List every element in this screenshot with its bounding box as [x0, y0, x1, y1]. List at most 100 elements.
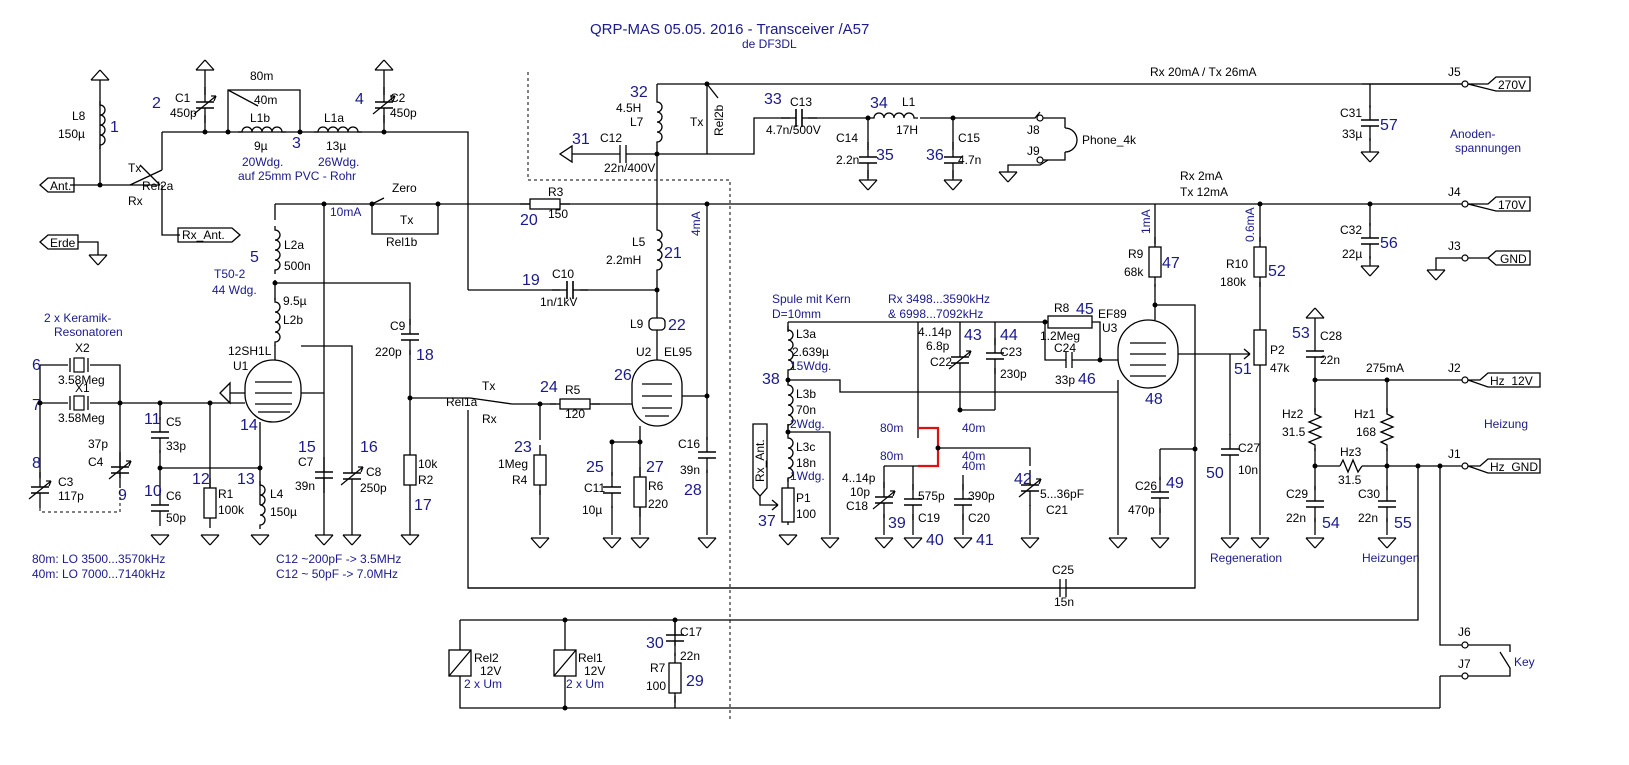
svg-text:R4: R4	[512, 473, 528, 487]
phone-label: Phone_4k	[1082, 133, 1137, 147]
svg-text:50: 50	[1206, 465, 1224, 482]
svg-text:4..14p: 4..14p	[918, 325, 952, 339]
svg-text:52: 52	[1268, 263, 1286, 280]
svg-text:L1a: L1a	[324, 111, 344, 125]
svg-text:80m: 80m	[880, 449, 903, 463]
svg-text:C27: C27	[1238, 441, 1260, 455]
svg-text:12V: 12V	[480, 664, 501, 678]
svg-text:Heizung: Heizung	[1484, 417, 1528, 431]
svg-text:C19: C19	[918, 511, 940, 525]
svg-text:10n: 10n	[1238, 463, 1258, 477]
svg-text:R3: R3	[548, 185, 564, 199]
svg-text:150µ: 150µ	[58, 127, 85, 141]
svg-text:46: 46	[1078, 371, 1096, 388]
svg-text:56: 56	[1380, 235, 1398, 252]
detector-coils: Spule mit Kern D=10mm L3a 2.639µ 15Wdg. …	[752, 292, 1118, 549]
svg-text:0.6mA: 0.6mA	[1243, 207, 1257, 242]
svg-text:68k: 68k	[1124, 265, 1144, 279]
svg-text:220p: 220p	[375, 345, 402, 359]
svg-text:275mA: 275mA	[1366, 361, 1404, 375]
svg-text:70n: 70n	[796, 403, 816, 417]
svg-text:55: 55	[1394, 515, 1412, 532]
svg-text:11: 11	[144, 411, 161, 428]
svg-text:Rx: Rx	[482, 412, 497, 426]
svg-text:10p: 10p	[850, 485, 870, 499]
svg-text:L9: L9	[630, 317, 644, 331]
svg-text:Zero: Zero	[392, 181, 417, 195]
svg-text:C12: C12	[600, 131, 622, 145]
svg-text:15n: 15n	[1054, 595, 1074, 609]
svg-text:10: 10	[144, 483, 162, 500]
svg-text:C12 ~200pF -> 3.5MHz: C12 ~200pF -> 3.5MHz	[276, 552, 401, 566]
svg-text:Hz3: Hz3	[1340, 445, 1362, 459]
svg-text:450p: 450p	[170, 106, 197, 120]
svg-text:T50-2: T50-2	[214, 267, 246, 281]
svg-text:9.5µ: 9.5µ	[283, 294, 307, 308]
svg-text:18n: 18n	[796, 456, 816, 470]
svg-text:J8: J8	[1027, 123, 1040, 137]
svg-text:49: 49	[1166, 475, 1184, 492]
svg-text:40m: LO 7000...7140kHz: 40m: LO 7000...7140kHz	[32, 567, 165, 581]
port-hz12v: Hz_12V	[1490, 374, 1533, 388]
svg-text:4mA: 4mA	[689, 211, 703, 236]
svg-text:10mA: 10mA	[330, 205, 361, 219]
svg-text:19: 19	[522, 272, 540, 289]
svg-text:500n: 500n	[284, 259, 311, 273]
svg-text:1: 1	[110, 119, 119, 136]
svg-text:L1: L1	[902, 95, 916, 109]
supply-rail-170: R3 150 20 10mA Zero Tx Rel1b Rx 2mA Tx 1…	[275, 169, 1462, 249]
svg-text:80m: 80m	[880, 421, 903, 435]
svg-text:L1b: L1b	[250, 111, 270, 125]
svg-text:C32: C32	[1340, 223, 1362, 237]
svg-text:7: 7	[32, 397, 41, 414]
svg-text:180k: 180k	[1220, 275, 1247, 289]
schematic-title: QRP-MAS 05.05. 2016 - Transceiver /A57	[590, 21, 869, 38]
svg-text:29: 29	[686, 673, 704, 690]
svg-text:3.58Meg: 3.58Meg	[58, 411, 105, 425]
regenerative-detector: R8 45 1.2Meg C24 33p 46 EF89 U3 48 R9 68…	[468, 204, 1282, 609]
svg-text:Rel1: Rel1	[578, 651, 603, 665]
svg-text:28: 28	[684, 482, 702, 499]
svg-text:C6: C6	[166, 489, 182, 503]
svg-text:L8: L8	[72, 109, 86, 123]
svg-text:22µ: 22µ	[1342, 247, 1362, 261]
svg-text:C28: C28	[1320, 329, 1342, 343]
svg-text:120: 120	[565, 407, 585, 421]
svg-text:C30: C30	[1358, 487, 1380, 501]
svg-text:C26: C26	[1135, 479, 1157, 493]
svg-text:C18: C18	[846, 499, 868, 513]
svg-text:& 6998...7092kHz: & 6998...7092kHz	[888, 307, 983, 321]
audio-output: C13 4.7n/500V 33 L1 17H 34 C14 2.2n 35 C…	[707, 91, 1137, 191]
svg-text:31: 31	[572, 131, 590, 148]
svg-text:R10: R10	[1226, 257, 1248, 271]
svg-text:35: 35	[876, 147, 894, 164]
svg-text:J1: J1	[1448, 447, 1461, 461]
svg-text:22n: 22n	[680, 649, 700, 663]
svg-text:X1: X1	[75, 381, 90, 395]
svg-text:9: 9	[118, 487, 127, 504]
port-270v: 270V	[1498, 78, 1526, 92]
svg-text:C7: C7	[298, 455, 314, 469]
svg-text:C2: C2	[390, 91, 406, 105]
svg-text:80m: LO 3500...3570kHz: 80m: LO 3500...3570kHz	[32, 552, 165, 566]
svg-text:6.8p: 6.8p	[926, 339, 950, 353]
svg-text:22n: 22n	[1358, 511, 1378, 525]
svg-text:12: 12	[192, 471, 210, 488]
svg-text:Spule mit Kern: Spule mit Kern	[772, 292, 851, 306]
svg-text:2 x Um: 2 x Um	[464, 677, 502, 691]
svg-text:12V: 12V	[584, 664, 605, 678]
regeneration-pot: R10 180k 52 0.6mA P2 47k 51	[1220, 204, 1290, 549]
svg-text:230p: 230p	[1000, 367, 1027, 381]
svg-text:1Wdg.: 1Wdg.	[790, 469, 825, 483]
svg-text:C1: C1	[175, 91, 191, 105]
svg-text:L2a: L2a	[284, 238, 304, 252]
svg-text:48: 48	[1145, 391, 1163, 408]
svg-text:40m: 40m	[962, 459, 985, 473]
svg-text:Tx: Tx	[482, 379, 495, 393]
svg-text:C29: C29	[1286, 487, 1308, 501]
svg-text:C25: C25	[1052, 563, 1074, 577]
svg-text:30: 30	[646, 635, 664, 652]
svg-text:26Wdg.: 26Wdg.	[318, 155, 359, 169]
svg-text:4: 4	[355, 91, 364, 108]
svg-text:16: 16	[360, 439, 378, 456]
